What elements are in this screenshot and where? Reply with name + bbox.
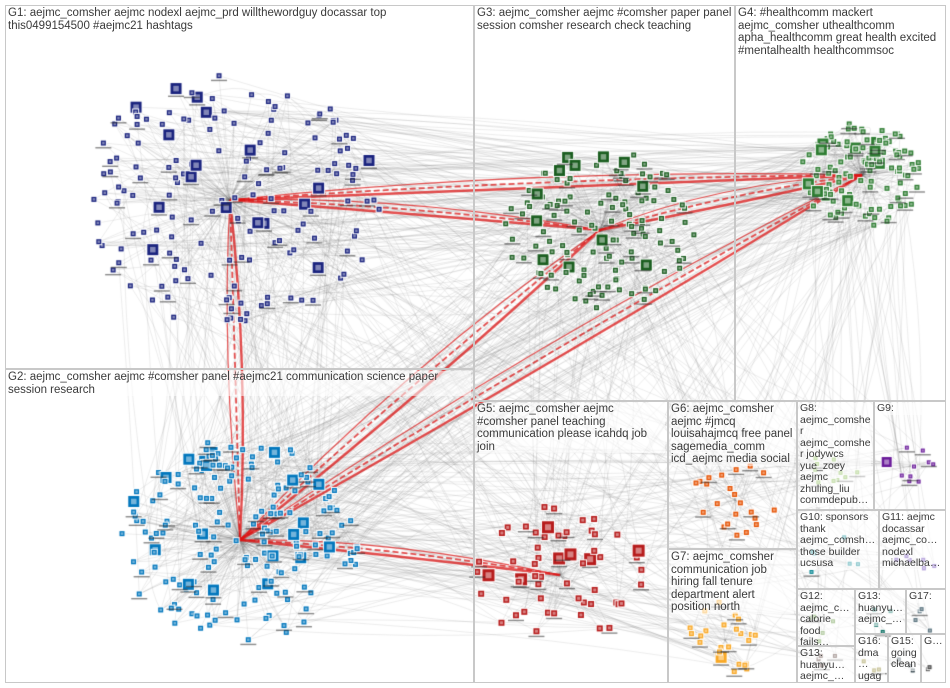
group-label-g17: G17: bbox=[909, 590, 943, 603]
group-label-g10: G10: sponsors thank aejmc_comsh… those b… bbox=[800, 511, 879, 570]
group-label-g11: G11: aejmc docassar aejmc_co… nodexl mic… bbox=[882, 511, 943, 570]
group-box-g4[interactable]: G4: #healthcomm mackert aejmc_comsher ut… bbox=[735, 5, 946, 401]
group-box-g14[interactable]: G13: huanyu… aejmc_… bbox=[797, 646, 855, 683]
group-label-g3: G3: aejmc_comsher aejmc #comsher paper p… bbox=[477, 7, 735, 32]
group-box-g13[interactable]: G13: huanyu… aejmc_… bbox=[855, 589, 906, 634]
group-box-g3[interactable]: G3: aejmc_comsher aejmc #comsher paper p… bbox=[474, 5, 735, 401]
group-box-g18[interactable]: G… bbox=[921, 634, 946, 683]
group-label-g14: G13: huanyu… aejmc_… bbox=[800, 647, 852, 682]
group-box-g8[interactable]: G8: aejmc_comsher aejmc_comsher jodywcs … bbox=[797, 401, 874, 510]
group-label-g16: G16: dma… ugag… bbox=[858, 635, 885, 682]
group-label-g12: G12: aejmc_c… calorie food fails… bbox=[800, 590, 852, 645]
group-label-g13: G13: huanyu… aejmc_… bbox=[858, 590, 906, 626]
group-label-g4: G4: #healthcomm mackert aejmc_comsher ut… bbox=[738, 7, 943, 57]
group-label-g1: G1: aejmc_comsher aejmc nodexl aejmc_prd… bbox=[8, 7, 471, 32]
group-box-g2[interactable]: G2: aejmc_comsher aejmc #comsher panel #… bbox=[5, 369, 474, 683]
group-box-g10[interactable]: G10: sponsors thank aejmc_comsh… those b… bbox=[797, 510, 879, 589]
group-label-g2: G2: aejmc_comsher aejmc #comsher panel #… bbox=[8, 371, 471, 396]
group-box-g11[interactable]: G11: aejmc docassar aejmc_co… nodexl mic… bbox=[879, 510, 946, 589]
group-label-g6: G6: aejmc_comsher aejmc #jmcq louisahajm… bbox=[671, 403, 796, 466]
group-box-g5[interactable]: G5: aejmc_comsher aejmc #comsher panel t… bbox=[474, 401, 668, 683]
group-box-g16[interactable]: G16: dma… ugag… bbox=[855, 634, 888, 683]
group-box-g17[interactable]: G17: bbox=[906, 589, 946, 634]
group-box-g15[interactable]: G15: going clean bbox=[888, 634, 921, 683]
group-box-g1[interactable]: G1: aejmc_comsher aejmc nodexl aejmc_prd… bbox=[5, 5, 474, 369]
group-box-g9[interactable]: G9: bbox=[874, 401, 946, 510]
group-box-g7[interactable]: G7: aejmc_comsher communication job hiri… bbox=[668, 549, 797, 683]
group-label-g15: G15: going clean bbox=[891, 635, 920, 671]
group-label-g9: G9: bbox=[877, 402, 943, 415]
group-label-g5: G5: aejmc_comsher aejmc #comsher panel t… bbox=[477, 403, 665, 453]
group-label-g8: G8: aejmc_comsher aejmc_comsher jodywcs … bbox=[800, 402, 871, 507]
group-box-g6[interactable]: G6: aejmc_comsher aejmc #jmcq louisahajm… bbox=[668, 401, 797, 549]
group-label-g7: G7: aejmc_comsher communication job hiri… bbox=[671, 551, 794, 614]
group-box-g12[interactable]: G12: aejmc_c… calorie food fails… bbox=[797, 589, 855, 646]
group-label-g18: G… bbox=[924, 635, 943, 648]
